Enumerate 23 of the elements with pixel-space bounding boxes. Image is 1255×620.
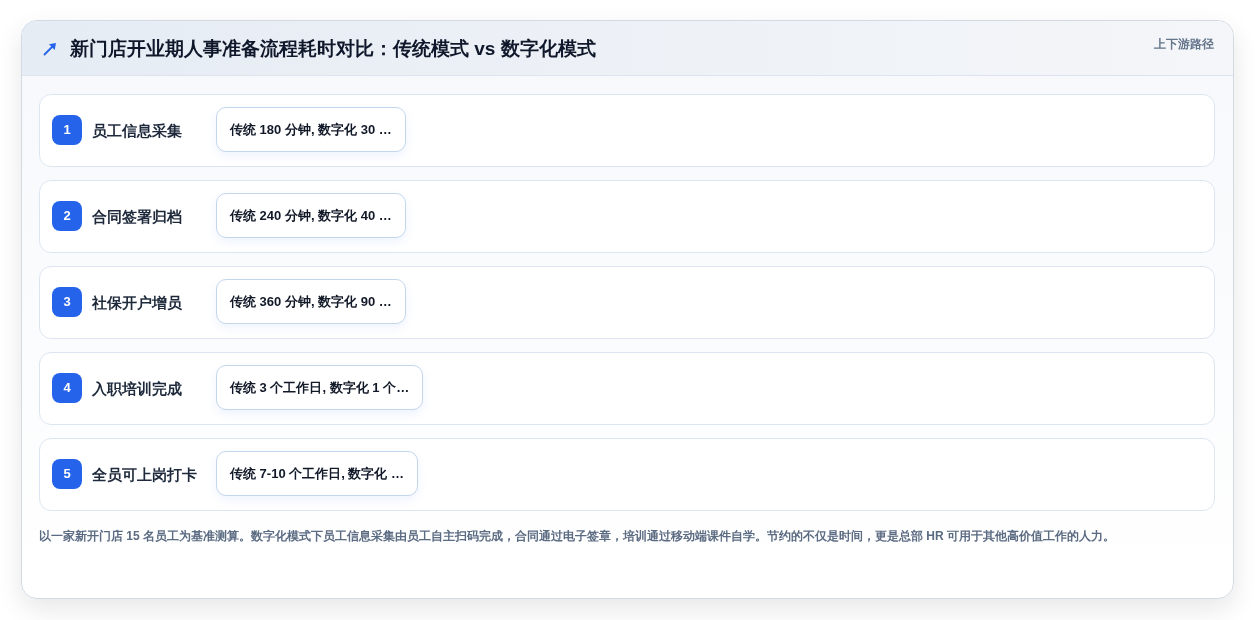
number-badge: 5 (52, 459, 82, 489)
step-name: 入职培训完成 (92, 378, 182, 399)
step-name: 社保开户增员 (92, 292, 182, 313)
step-name: 合同签署归档 (92, 206, 182, 227)
header-note: 上下游路径 (1154, 36, 1214, 52)
number-badge: 4 (52, 373, 82, 403)
diagram-title: 新门店开业期人事准备流程耗时对比：传统模式 vs 数字化模式 (70, 37, 596, 61)
step-name: 员工信息采集 (92, 120, 182, 141)
duration-pill: 传统 7-10 个工作日, 数字化 … (216, 451, 419, 496)
number-badge: 2 (52, 201, 82, 231)
step-card (39, 180, 1215, 253)
step-card (39, 94, 1215, 167)
step-card (39, 352, 1215, 425)
duration-pill: 传统 180 分钟, 数字化 30 … (216, 107, 406, 152)
step-card (39, 266, 1215, 339)
duration-pill: 传统 240 分钟, 数字化 40 … (216, 193, 406, 238)
step-card (39, 438, 1215, 511)
number-badge: 3 (52, 287, 82, 317)
duration-pill: 传统 3 个工作日, 数字化 1 个… (216, 365, 424, 410)
number-badge: 1 (52, 115, 82, 145)
duration-pill: 传统 360 分钟, 数字化 90 … (216, 279, 406, 324)
step-name: 全员可上岗打卡 (92, 464, 197, 485)
footnote: 以一家新开门店 15 名员工为基准测算。数字化模式下员工信息采集由员工自主扫码完成，合同通过电子签章，培训通过移动端课件自学。节约的不仅是时间，更是总部 HR 可用于其他高价值工作的人力。 (39, 528, 1115, 545)
